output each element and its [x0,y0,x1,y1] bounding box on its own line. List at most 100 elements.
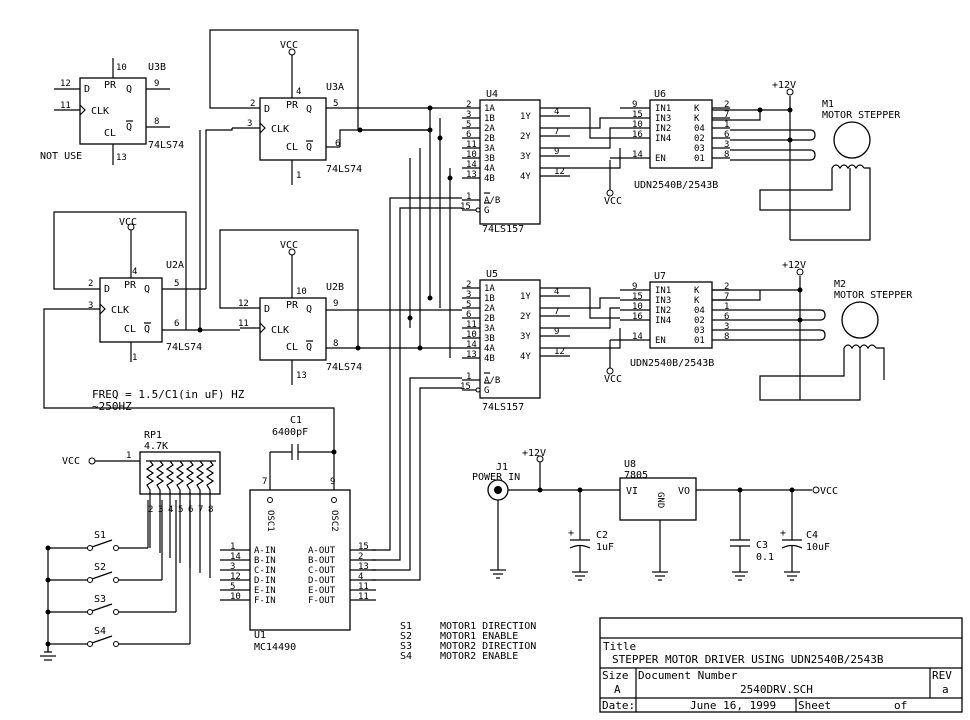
u6-pin-num: 9 [632,100,637,110]
u5-pin-num: 2 [466,280,471,290]
u1-pin-f-in: F-IN [254,596,276,606]
u1-osc2: OSC2 [329,510,339,532]
u3a-flipflop: D CLK Q Q PR CL 2 3 5 6 4 1 U3A 74LS74 V… [209,29,462,185]
u3a-pin-d: D [264,104,270,115]
u5-pin-1a: 1A [484,284,495,294]
date-label: Date: [602,699,635,712]
u6-pin-num: 1 [724,120,729,130]
u3a-pin-clk: CLK [271,124,289,135]
u2b-pin-q: Q [306,304,312,315]
u6-part: UDN2540B/2543B [634,180,718,191]
u2b-num-clk: 11 [238,319,249,329]
u2b-num-qb: 8 [333,339,338,349]
u3a-vcc-label: VCC [280,40,298,51]
u1-pin-num: 12 [230,572,241,582]
u3a-pin-q: Q [306,104,312,115]
c4-value: 10uF [806,542,830,553]
u1-pin-b-out: B-OUT [308,556,336,566]
u4-pin-4b: 4B [484,174,495,184]
u6-pin-in4: IN4 [655,134,671,144]
u2a-part: 74LS74 [166,342,202,353]
u7-pin-02: 02 [694,316,705,326]
u5-pin-g: G [484,386,489,396]
u1-pin-num: 2 [358,552,363,562]
u2b-pin-cl: CL [286,342,298,353]
u7-pin-en: EN [655,336,666,346]
rp1-ref: RP1 [144,430,162,441]
u7-pin-in3: IN3 [655,296,671,306]
u4-pin-num: 14 [466,160,477,170]
u6-pin-num: 14 [632,150,643,160]
u6-pin-num: 3 [724,140,729,150]
u1-pin-a-in: A-IN [254,546,276,556]
u7-pin-in4: IN4 [655,316,671,326]
u4-mux: U4 74LS157 1A21B32A52B63A113B104A144B13A… [460,89,570,235]
legend-ref: S2 [400,631,412,642]
u4-pin-2a: 2A [484,124,495,134]
u1-pin-num: 15 [358,542,369,552]
u3a-num-cl: 1 [296,171,301,181]
u4-pin-4y: 4Y [520,172,531,182]
u4-pin-num: 7 [554,127,559,137]
u3b-num-cl: 13 [116,153,127,163]
u2a-pin-d: D [104,284,110,295]
u7-part: UDN2540B/2543B [630,358,714,369]
m1-label: MOTOR STEPPER [822,110,901,121]
u5-pin-4b: 4B [484,354,495,364]
u6-pin-num: 2 [724,100,729,110]
u2a-flipflop: D CLK Q Q PR CL 2 3 5 6 4 1 U2A 74LS74 V… [53,128,240,363]
u4-pin-3b: 3B [484,154,495,164]
u2b-num-q: 9 [333,299,338,309]
m2-supply-label: +12V [782,260,806,271]
u2b-pin-d: D [264,304,270,315]
rev-label: REV [932,669,952,682]
u4-pin-3a: 3A [484,144,495,154]
legend-ref: S4 [400,651,412,662]
u1-pin-d-in: D-IN [254,576,276,586]
u2a-pin-q: Q [144,284,150,295]
u2a-num-d: 2 [88,279,93,289]
u5-ref: U5 [486,269,498,280]
legend-desc: MOTOR2 ENABLE [440,651,518,662]
u2b-pin-qb: Q [306,342,312,353]
of-label: of [894,699,907,712]
u7-pin-num: 9 [632,282,637,292]
u1-pin-num: 11 [358,582,369,592]
j1-ref: J1 [496,462,508,473]
u2b-ref: U2B [326,282,344,293]
sheet-label: Sheet [798,699,831,712]
j1-supply-label: +12V [522,448,546,459]
u3a-num-clk: 3 [247,119,252,129]
u5-pin-num: 5 [466,300,471,310]
u6-pin-k: K [694,104,700,114]
legend-desc: MOTOR1 ENABLE [440,631,518,642]
u7-pin-num: 1 [724,302,729,312]
u2a-num-q: 5 [174,279,179,289]
u2a-pin-qb: Q [144,324,150,335]
c4-ref: C4 [806,530,818,541]
u1-pin-e-out: E-OUT [308,586,336,596]
u1-pin-e-in: E-IN [254,586,276,596]
rp1-pin-num: 5 [178,505,183,515]
u5-pin-num: 12 [554,347,565,357]
u2b-pin-pr: PR [286,300,299,311]
freq-note-2: ~250HZ [92,400,132,413]
u7-pin-num: 8 [724,332,729,342]
drawing-title: STEPPER MOTOR DRIVER USING UDN2540B/2543… [612,653,884,666]
switch-s2: S2 [94,562,106,573]
u6-pin-num: 6 [724,130,729,140]
rp1-pin-num: 3 [158,505,163,515]
oscillator-section: FREQ = 1.5/C1(in uF) HZ ~250HZ C1 6400pF [43,308,337,490]
u4-pin-num: 10 [466,150,477,160]
u1-pin-num: 1 [230,542,235,552]
u4-pin-1b: 1B [484,114,495,124]
u6-ref: U6 [654,89,666,100]
u7-pin-in2: IN2 [655,306,671,316]
u6-pin-01: 01 [694,154,705,164]
u2b-num-pr: 10 [296,287,307,297]
u1-pin-num: 3 [230,562,235,572]
legend-ref: S3 [400,641,412,652]
u2a-pin-pr: PR [124,280,137,291]
